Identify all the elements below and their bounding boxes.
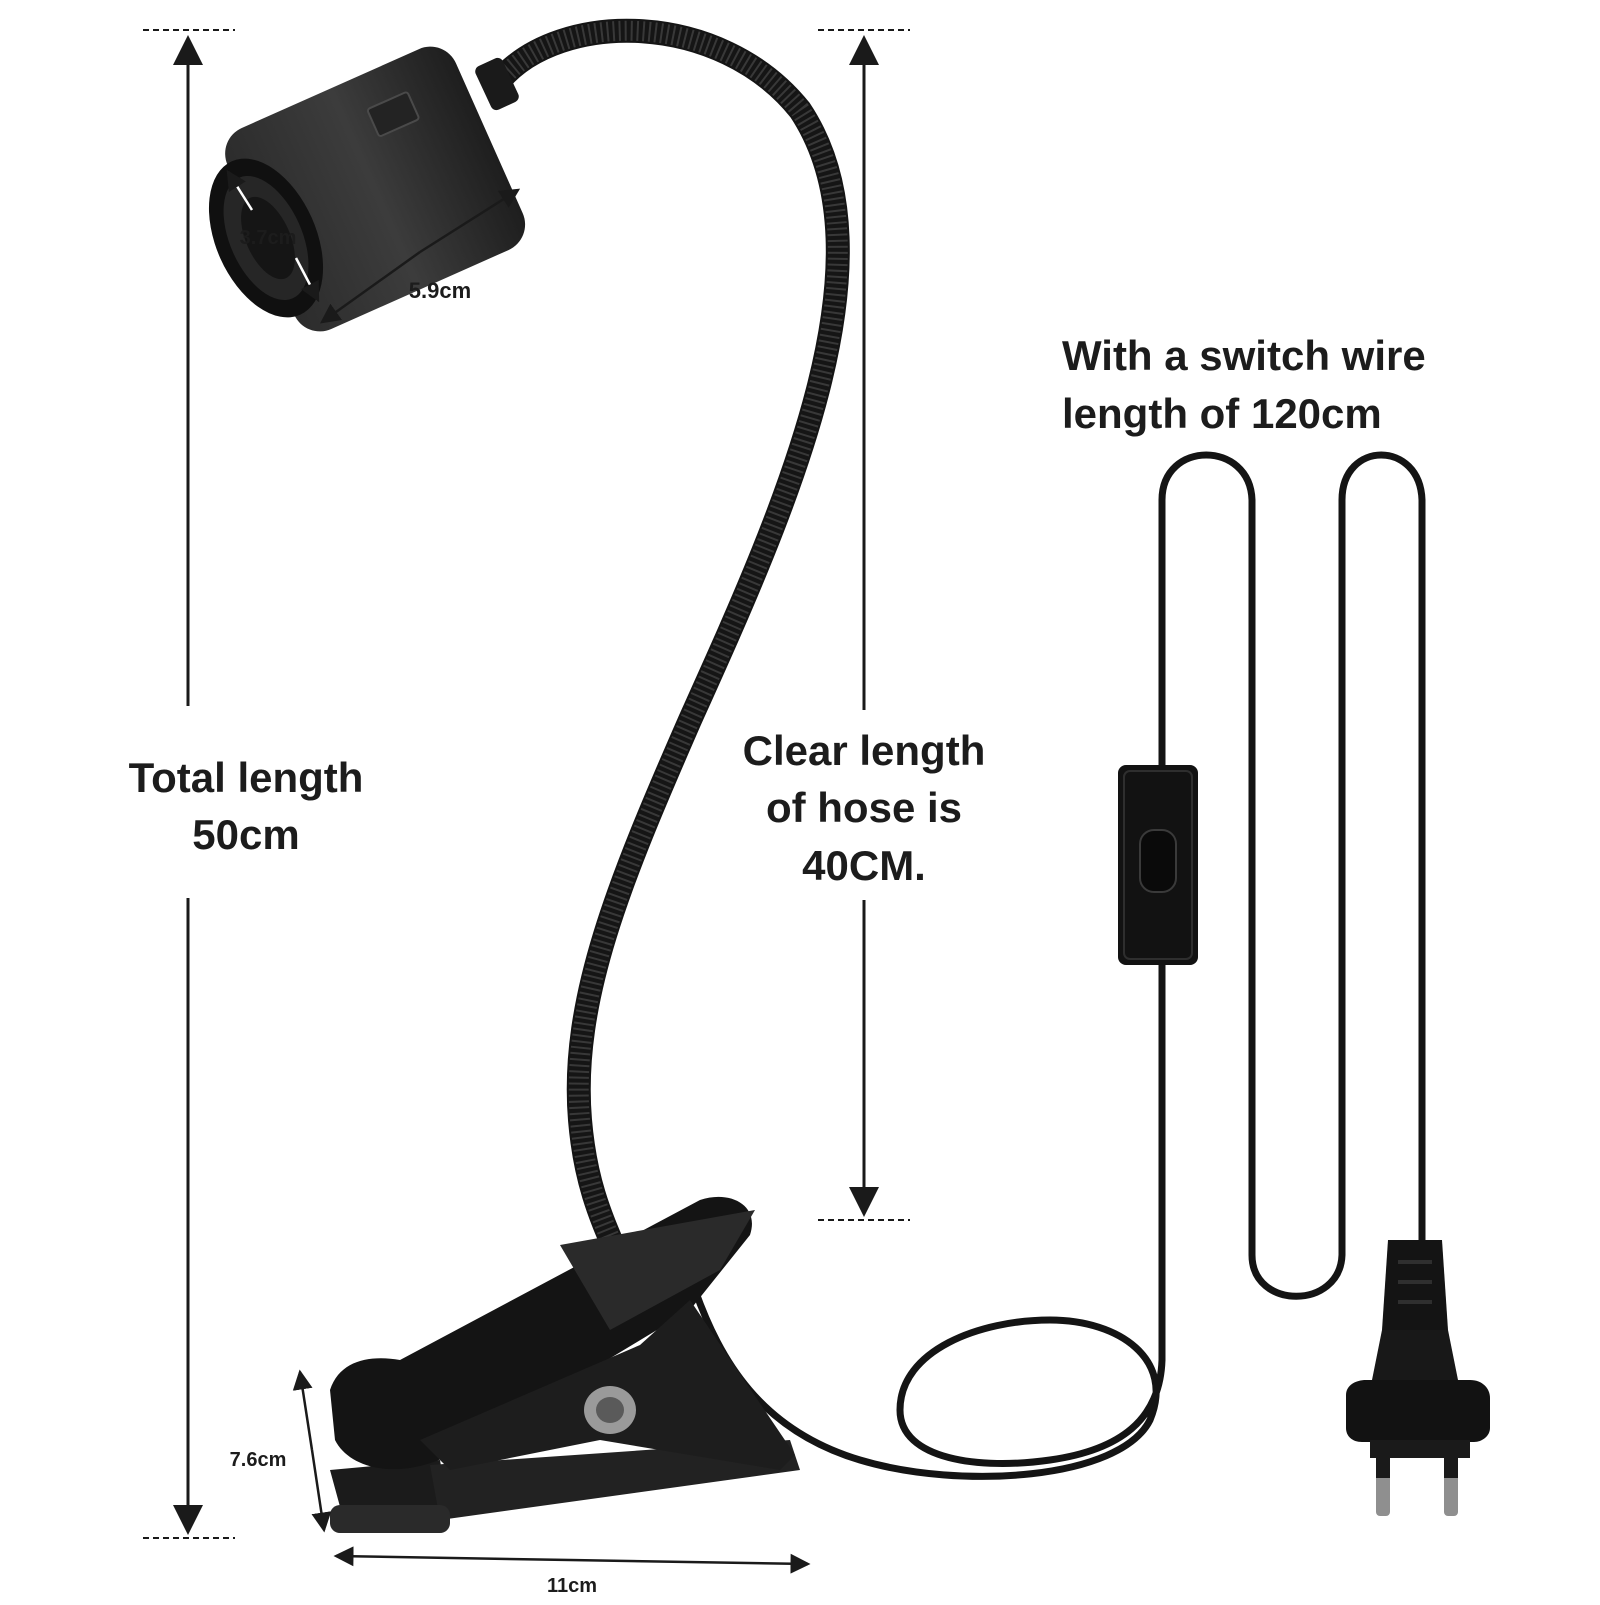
socket-length-label: 5.9cm bbox=[409, 278, 471, 303]
clip-width-label: 11cm bbox=[547, 1575, 597, 1597]
clip-height-label: 7.6cm bbox=[230, 1449, 287, 1471]
gooseneck-hose bbox=[488, 18, 850, 1262]
total-length-label-line2: 50cm bbox=[192, 811, 299, 858]
hose-length-label-line2: of hose is bbox=[766, 784, 962, 831]
clip-height-dimension: 7.6cm bbox=[230, 1369, 332, 1533]
coiled-cable bbox=[691, 961, 1166, 1480]
eu-plug bbox=[1346, 1240, 1490, 1516]
hose-length-label-line3: 40CM. bbox=[802, 842, 926, 889]
inline-switch bbox=[1118, 765, 1198, 965]
socket-diameter-label: 3.7cm bbox=[240, 227, 297, 249]
total-length-label-line1: Total length bbox=[129, 754, 364, 801]
switch-wire-caption: With a switch wire length of 120cm bbox=[1062, 332, 1426, 437]
lamp-socket bbox=[208, 46, 526, 332]
total-length-dimension: Total length 50cm bbox=[129, 29, 364, 1539]
switch-cable bbox=[1158, 451, 1426, 1322]
switch-wire-label-line2: length of 120cm bbox=[1062, 390, 1382, 437]
socket-length-dimension: 5.9cm bbox=[319, 188, 521, 324]
hose-length-dimension: Clear length of hose is 40CM. bbox=[743, 29, 986, 1221]
clip-width-dimension: 11cm bbox=[333, 1546, 811, 1597]
clip-base bbox=[330, 1196, 800, 1533]
hose-length-label-line1: Clear length bbox=[743, 727, 986, 774]
switch-rocker bbox=[1139, 829, 1177, 893]
switch-wire-label-line1: With a switch wire bbox=[1062, 332, 1426, 379]
clip-foam-pad bbox=[330, 1505, 450, 1533]
socket-diameter-dimension: 3.7cm bbox=[226, 169, 320, 303]
